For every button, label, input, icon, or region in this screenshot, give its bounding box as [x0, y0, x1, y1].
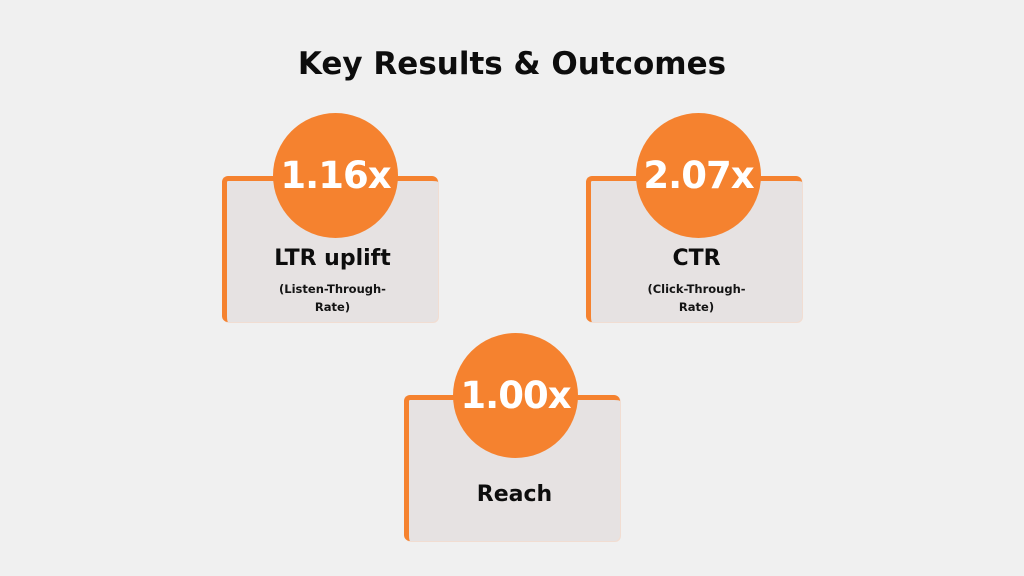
- metric-value-badge: 1.00x: [453, 333, 578, 458]
- metric-sublabel-line2: Rate): [314, 300, 351, 314]
- metric-label: Reach: [476, 482, 553, 507]
- metric-value-badge: 1.16x: [273, 113, 398, 238]
- metric-value-badge: 2.07x: [636, 113, 761, 238]
- metric-sublabel-line1: (Listen-Through-: [279, 282, 386, 296]
- metric-sublabel-line2: Rate): [678, 300, 715, 314]
- page-title: Key Results & Outcomes: [297, 46, 727, 82]
- metric-sublabel-line1: (Click-Through-: [647, 282, 746, 296]
- metric-label: LTR uplift: [274, 246, 391, 271]
- metric-label: CTR: [672, 246, 721, 271]
